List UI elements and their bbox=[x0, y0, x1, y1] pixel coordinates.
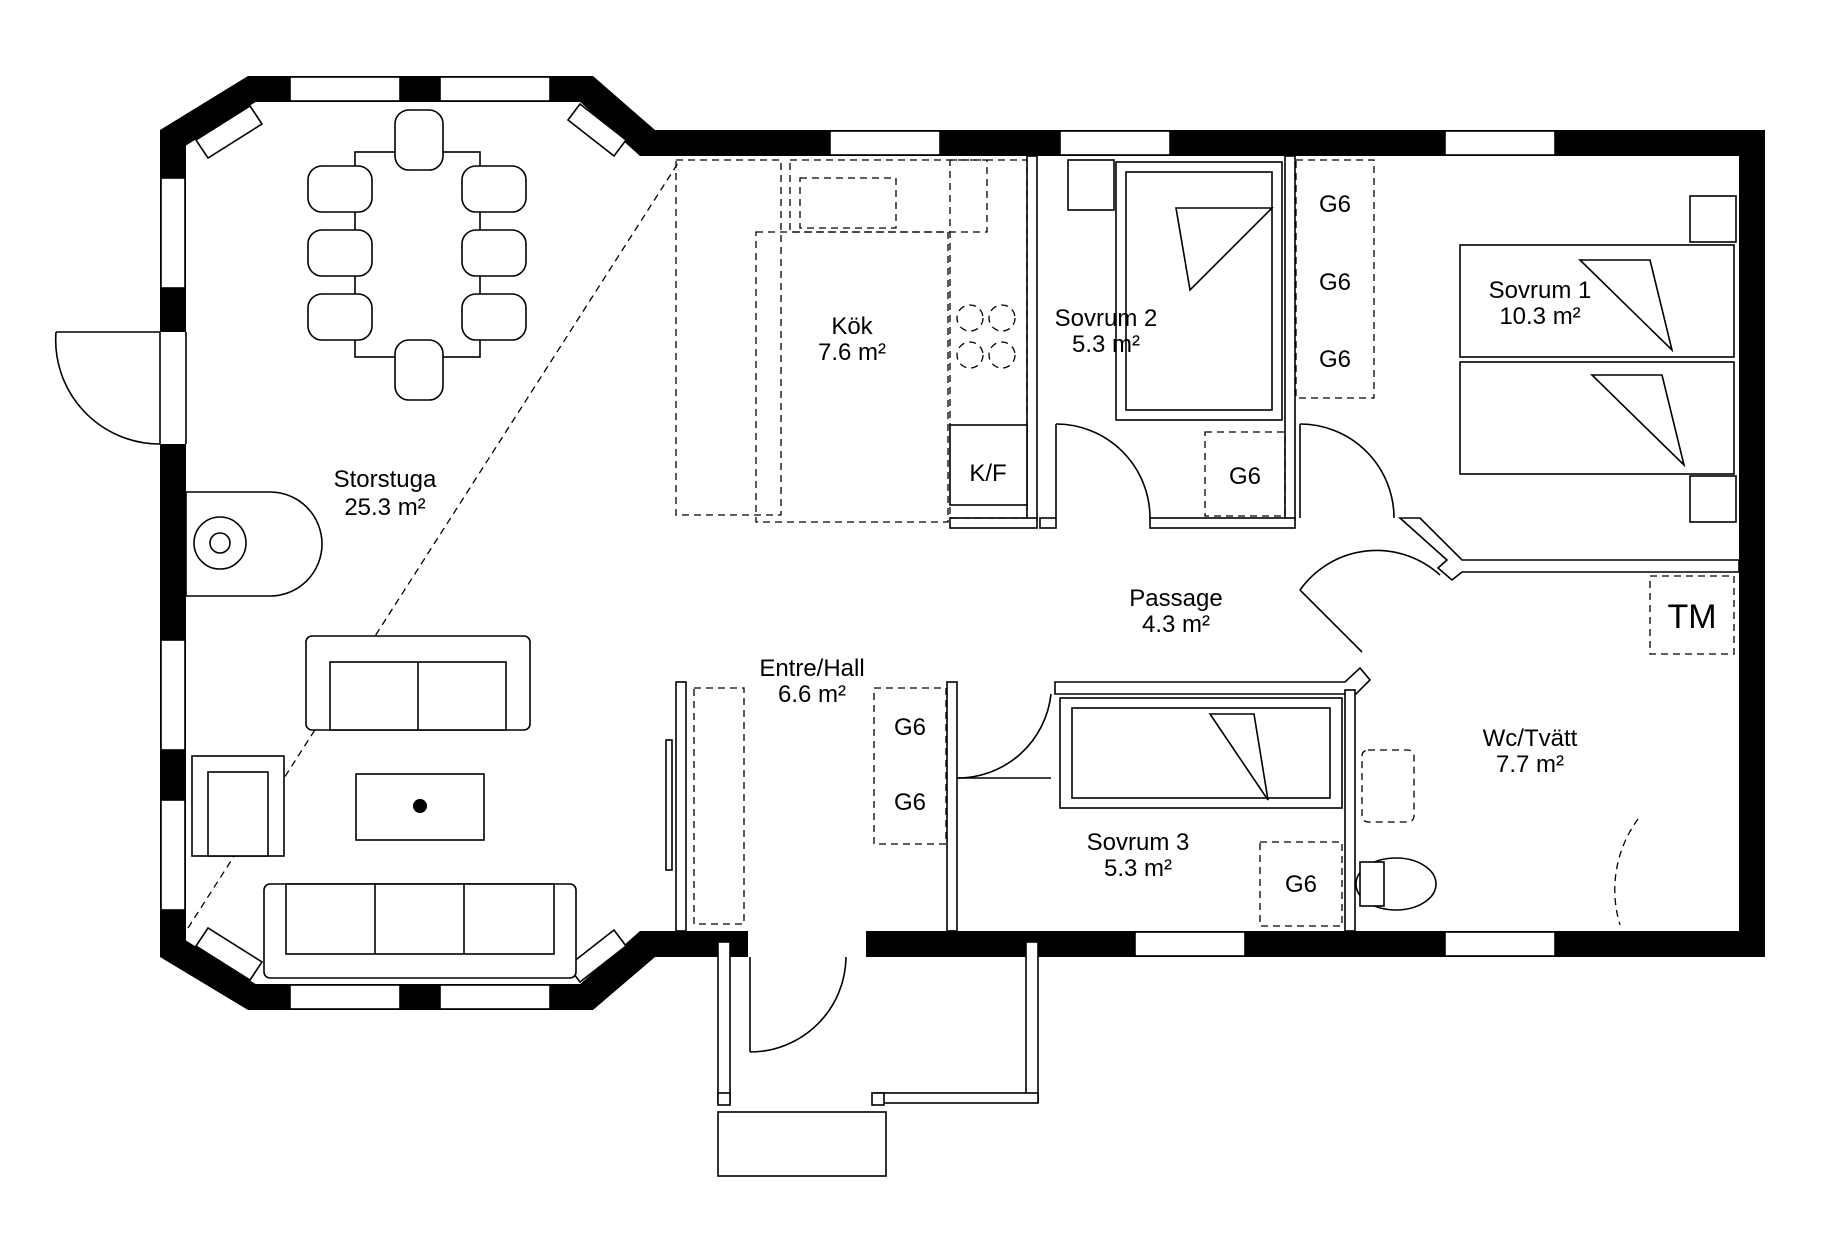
interior-doors bbox=[749, 423, 1441, 1053]
room-area-wc: 7.7 m² bbox=[1496, 751, 1564, 778]
room-area-passage: 4.3 m² bbox=[1142, 611, 1210, 638]
room-area-sovrum3: 5.3 m² bbox=[1104, 855, 1172, 882]
fridge-freezer-label: K/F bbox=[969, 460, 1006, 487]
room-area-storstuga: 25.3 m² bbox=[344, 494, 425, 521]
side-door bbox=[54, 331, 187, 445]
room-labels: Storstuga 25.3 m² Kök 7.6 m² Sovrum 2 5.… bbox=[334, 277, 1592, 882]
room-name-sovrum3: Sovrum 3 bbox=[1087, 829, 1190, 856]
sofa-bottom bbox=[263, 883, 577, 979]
room-name-sovrum1: Sovrum 1 bbox=[1489, 277, 1592, 304]
porch bbox=[717, 941, 1039, 1177]
closet-label: G6 bbox=[1319, 191, 1351, 218]
windows bbox=[160, 76, 1556, 1010]
closet-sovrum3 bbox=[1259, 841, 1343, 927]
kitchen-counters bbox=[675, 159, 1028, 523]
room-area-entre: 6.6 m² bbox=[778, 681, 846, 708]
interior-walls bbox=[665, 155, 1740, 932]
fixture-labels: G6 G6 G6 G6 G6 G6 G6 K/F TM bbox=[894, 191, 1717, 898]
room-area-sovrum1: 10.3 m² bbox=[1499, 303, 1580, 330]
armchair bbox=[191, 755, 285, 857]
room-name-sovrum2: Sovrum 2 bbox=[1055, 305, 1158, 332]
bed-sovrum3 bbox=[1059, 697, 1343, 809]
room-name-storstuga: Storstuga bbox=[334, 466, 437, 493]
room-area-kok: 7.6 m² bbox=[818, 339, 886, 366]
closets-entre bbox=[873, 687, 947, 845]
dryer-label: TM bbox=[1667, 598, 1716, 636]
closet-label: G6 bbox=[1319, 269, 1351, 296]
closet-label: G6 bbox=[1229, 463, 1261, 490]
dining-set bbox=[307, 109, 527, 401]
wc-fixtures bbox=[1355, 575, 1735, 926]
closet-sovrum2 bbox=[1204, 431, 1286, 517]
zone-divider bbox=[187, 159, 681, 929]
room-name-entre: Entre/Hall bbox=[759, 655, 864, 682]
room-area-sovrum2: 5.3 m² bbox=[1072, 331, 1140, 358]
room-name-passage: Passage bbox=[1129, 585, 1222, 612]
fireplace bbox=[185, 491, 323, 597]
closet-label: G6 bbox=[1285, 871, 1317, 898]
room-name-kok: Kök bbox=[831, 313, 873, 340]
closet-label: G6 bbox=[894, 714, 926, 741]
sofa-top bbox=[305, 635, 531, 731]
wardrobe-rack bbox=[693, 687, 745, 925]
coffee-table bbox=[355, 773, 485, 841]
closets-sovrum1 bbox=[1295, 159, 1375, 399]
closet-label: G6 bbox=[1319, 346, 1351, 373]
fridge-freezer bbox=[949, 424, 1028, 506]
bed-sovrum2 bbox=[1067, 159, 1283, 421]
room-name-wc: Wc/Tvätt bbox=[1483, 725, 1578, 752]
stove-icon bbox=[956, 304, 1016, 369]
beds-sovrum1 bbox=[1459, 195, 1737, 523]
closet-label: G6 bbox=[894, 789, 926, 816]
